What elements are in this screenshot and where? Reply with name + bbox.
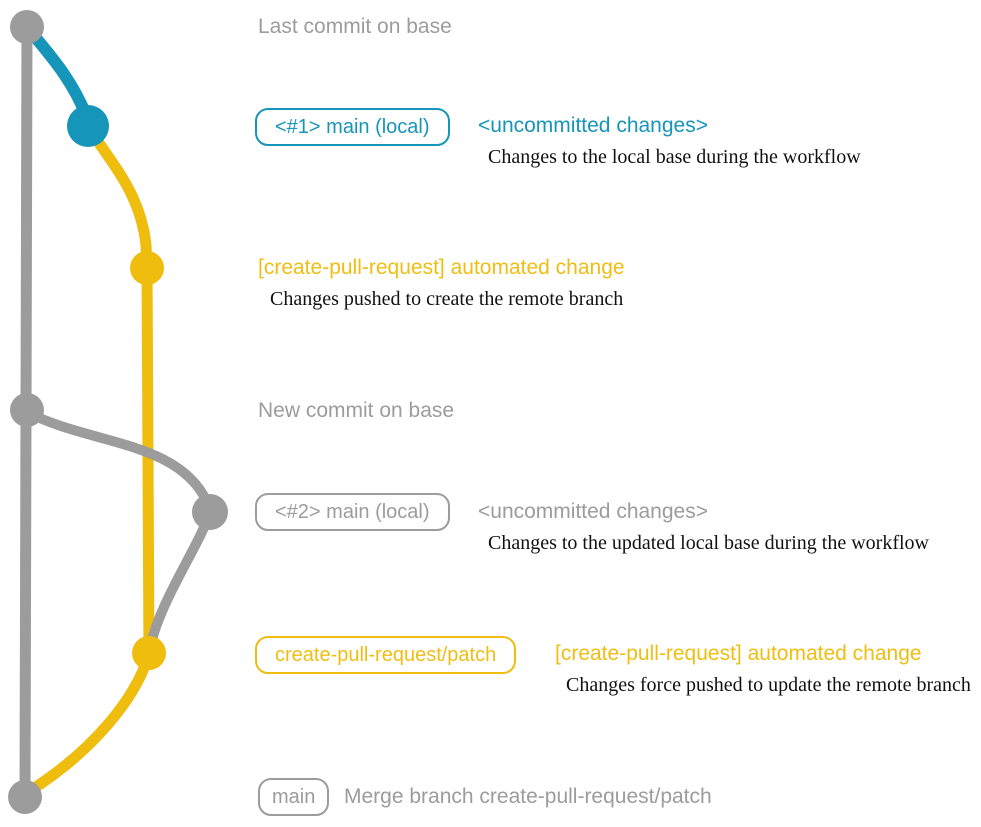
commit-title-uncommitted-1: <uncommitted changes> [478, 114, 708, 137]
commit-desc-automated-2: Changes force pushed to update the remot… [566, 674, 971, 696]
commit-dot-last-base [10, 10, 44, 44]
rebase-curve-lower [145, 507, 215, 653]
label-new-commit-on-base: New commit on base [258, 399, 455, 422]
commit-graph [8, 10, 228, 814]
branch-badge-main-local-2: <#2> main (local) [255, 493, 450, 531]
commit-dot-local-main-1 [67, 105, 109, 147]
commit-dot-new-base [10, 393, 44, 427]
commit-dot-merge [8, 780, 42, 814]
commit-desc-automated-1: Changes pushed to create the remote bran… [270, 288, 624, 310]
commit-dot-automated-2 [132, 636, 166, 670]
commit-title-merge: Merge branch create-pull-request/patch [344, 785, 712, 808]
branch-badge-patch: create-pull-request/patch [255, 636, 517, 674]
branch-badge-main-local-1: <#1> main (local) [255, 108, 450, 146]
commit-desc-uncommitted-1: Changes to the local base during the wor… [488, 146, 861, 168]
patch-branch-line [82, 120, 155, 659]
commit-title-automated-1: [create-pull-request] automated change [258, 256, 625, 279]
commit-dot-local-main-2 [192, 494, 228, 530]
commit-title-automated-2: [create-pull-request] automated change [555, 642, 922, 665]
commit-desc-uncommitted-2: Changes to the updated local base during… [488, 532, 929, 554]
branch-badge-main: main [258, 778, 330, 816]
rebase-curve-upper [22, 407, 213, 509]
patch-merge-curve [22, 647, 155, 798]
commit-dot-automated-1 [130, 251, 164, 285]
commit-title-uncommitted-2: <uncommitted changes> [478, 500, 708, 523]
label-last-commit-on-base: Last commit on base [258, 15, 452, 38]
